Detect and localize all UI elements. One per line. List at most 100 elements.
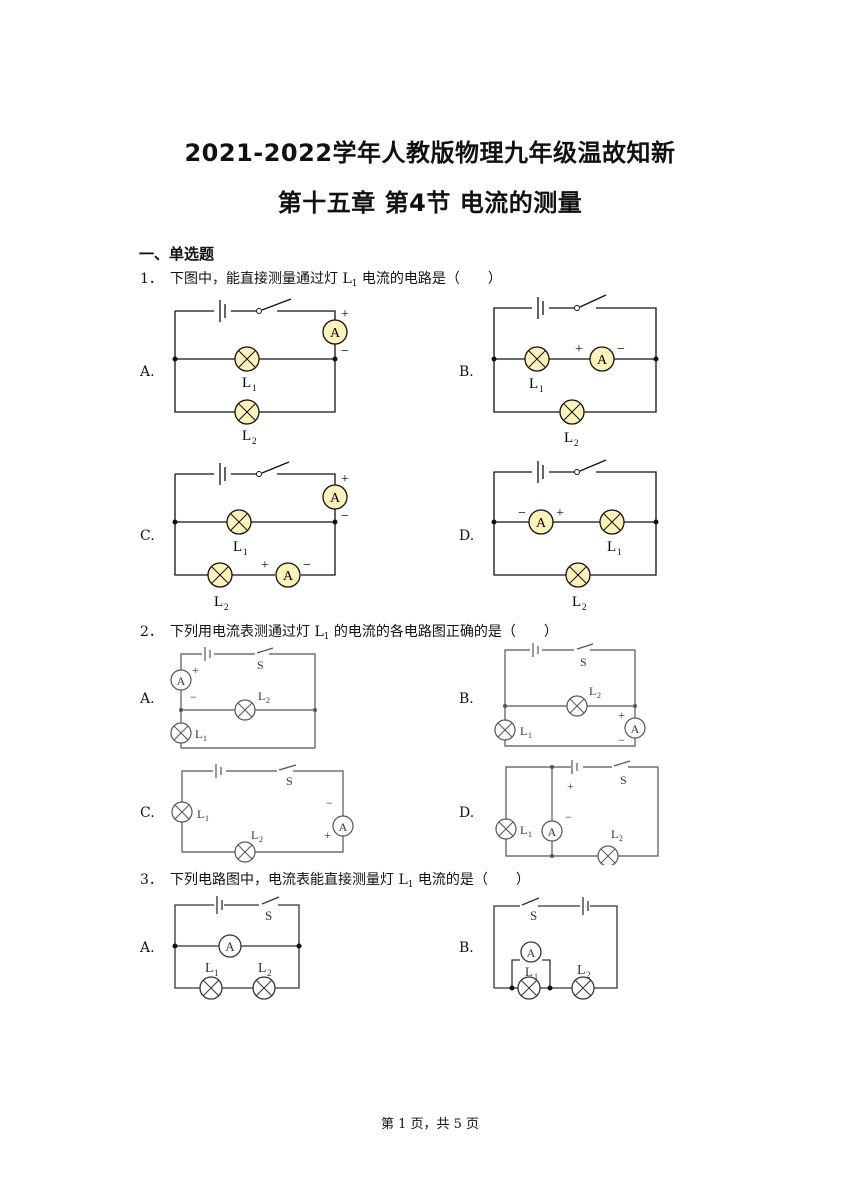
svg-text:S: S <box>530 908 537 923</box>
svg-text:L: L <box>242 375 251 391</box>
svg-text:−: − <box>518 506 526 521</box>
svg-text:L: L <box>258 961 267 976</box>
lamp-icon <box>234 399 260 425</box>
ammeter-icon: A <box>218 934 242 958</box>
svg-text:L: L <box>529 376 538 392</box>
svg-text:A: A <box>536 516 547 531</box>
lamp-icon <box>559 399 585 425</box>
svg-text:2: 2 <box>267 968 272 978</box>
subscript: 1 <box>323 632 330 642</box>
document-subtitle: 第十五章 第4节 电流的测量 <box>277 189 583 217</box>
lamp-icon <box>597 845 619 865</box>
svg-text:2: 2 <box>259 835 263 844</box>
svg-text:A: A <box>330 326 341 341</box>
option-label: A. <box>140 940 155 956</box>
ammeter-icon: A <box>322 484 348 510</box>
svg-text:2: 2 <box>252 436 257 446</box>
subscript: 1 <box>407 880 414 890</box>
ammeter-icon: A <box>589 346 615 372</box>
svg-text:+: + <box>192 663 199 677</box>
svg-text:−: − <box>341 509 349 524</box>
svg-text:S: S <box>620 773 627 787</box>
svg-text:+: + <box>575 342 583 357</box>
lamp-icon <box>226 509 252 535</box>
option-label: B. <box>459 691 474 707</box>
svg-text:+: + <box>556 506 564 521</box>
question-3: 3． 下列电路图中，电流表能直接测量灯 L1 电流的是（ ） <box>140 869 530 890</box>
svg-text:A: A <box>283 569 294 584</box>
lamp-icon <box>599 509 625 535</box>
svg-text:1: 1 <box>534 972 538 981</box>
lamp-icon <box>234 841 256 863</box>
lamp-icon <box>170 722 192 744</box>
lamp-icon <box>207 562 233 588</box>
svg-text:L: L <box>589 684 596 698</box>
svg-text:L: L <box>520 823 527 837</box>
svg-text:L: L <box>251 828 258 842</box>
ammeter-icon: A <box>520 941 542 963</box>
question-2: 2．下列用电流表测通过灯 L1 的电流的各电路图正确的是（ ） <box>140 621 558 642</box>
option-label: C. <box>140 528 155 544</box>
lamp-icon <box>524 346 550 372</box>
option-label: B. <box>459 940 474 956</box>
option-label: D. <box>459 528 475 544</box>
question-text: 下图中，能直接测量通过灯 L <box>170 271 352 287</box>
question-text-end: 电流的是（ ） <box>413 872 530 888</box>
svg-text:L: L <box>242 428 251 444</box>
svg-text:1: 1 <box>243 547 248 557</box>
lamp-icon <box>517 976 541 1000</box>
question-text: 下列用电流表测通过灯 L <box>170 624 324 640</box>
svg-text:−: − <box>190 690 197 704</box>
svg-text:L: L <box>197 807 204 821</box>
svg-text:−: − <box>341 344 349 359</box>
lamp-icon <box>565 562 591 588</box>
lamp-icon <box>566 695 588 717</box>
question-number: 1． <box>140 271 163 287</box>
subscript: 1 <box>351 279 358 289</box>
option-label: D. <box>459 805 475 821</box>
svg-text:L: L <box>611 827 618 841</box>
svg-text:1: 1 <box>252 383 257 393</box>
svg-text:A: A <box>177 674 186 688</box>
svg-text:1: 1 <box>203 734 207 743</box>
svg-text:2: 2 <box>586 970 591 980</box>
lamp-icon <box>571 976 595 1000</box>
svg-text:S: S <box>580 655 587 669</box>
svg-text:+: + <box>324 828 331 842</box>
svg-text:2: 2 <box>582 602 587 612</box>
svg-text:1: 1 <box>214 968 219 978</box>
svg-text:1: 1 <box>617 547 622 557</box>
svg-text:−: − <box>617 342 625 357</box>
page-footer: 第 1 页，共 5 页 <box>380 1117 480 1132</box>
ammeter-icon: A <box>332 815 354 837</box>
svg-text:−: − <box>565 810 572 824</box>
svg-text:A: A <box>597 353 608 368</box>
svg-text:L: L <box>607 539 616 555</box>
svg-text:L: L <box>233 539 242 555</box>
svg-text:2: 2 <box>574 438 579 448</box>
section-heading: 一、单选题 <box>139 245 215 263</box>
ammeter-icon: A <box>624 717 646 739</box>
svg-text:−: − <box>303 558 311 573</box>
svg-text:L: L <box>564 430 573 446</box>
svg-text:2: 2 <box>224 602 229 612</box>
question-text: 下列电路图中，电流表能直接测量灯 L <box>170 872 408 888</box>
question-number: 3． <box>140 872 163 888</box>
svg-text:1: 1 <box>539 384 544 394</box>
svg-text:L: L <box>205 961 214 976</box>
document-title: 2021-2022学年人教版物理九年级温故知新 <box>184 139 676 167</box>
svg-text:S: S <box>257 658 264 672</box>
lamp-icon <box>171 801 193 823</box>
svg-text:+: + <box>567 779 574 793</box>
svg-text:L: L <box>577 963 586 978</box>
svg-text:A: A <box>225 939 235 954</box>
lamp-icon <box>494 719 516 741</box>
